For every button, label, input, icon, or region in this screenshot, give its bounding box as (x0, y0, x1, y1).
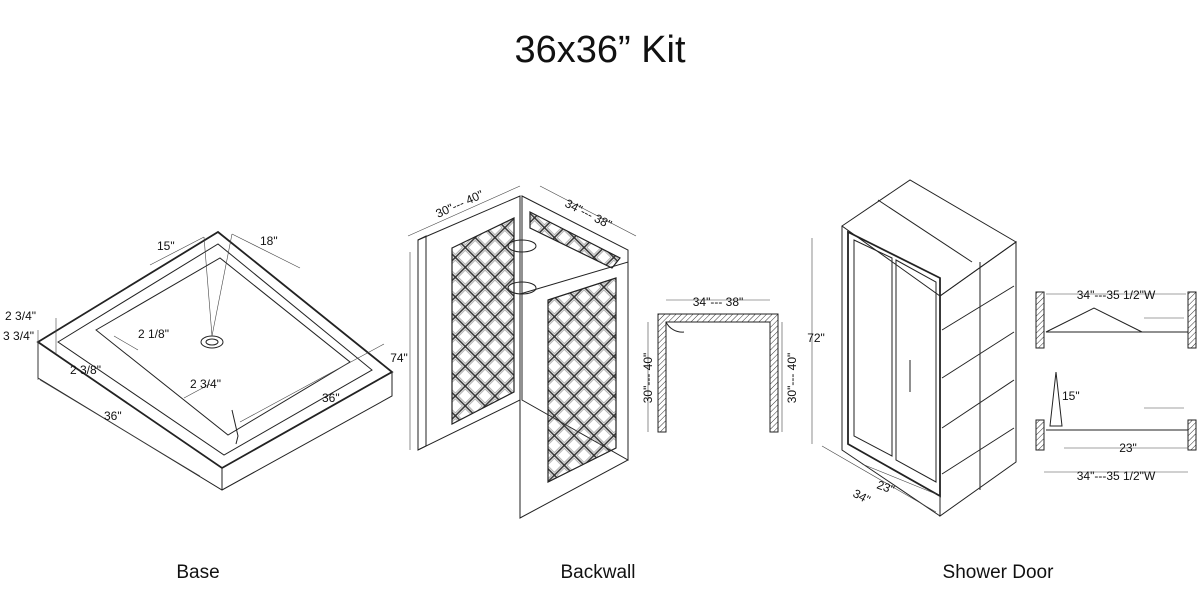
base-dim-18: 18" (260, 234, 278, 248)
base-dim-2-3-4-top: 2 3/4" (5, 309, 36, 323)
base-dim-36-left: 36" (104, 409, 122, 423)
backwall-width-left: 30"--- 40" (434, 187, 486, 220)
door-drawing: 72" 23" 34" 34"---35 1/2"W 15" 23" 34"--… (807, 179, 1197, 517)
door-dim-34: 34" (851, 486, 873, 507)
base-dim-2-3-4-front: 2 3/4" (190, 377, 221, 391)
door-plan-width-top: 34"---35 1/2"W (1077, 288, 1156, 302)
plan-depth-left: 30"--- 40" (641, 353, 655, 404)
caption-backwall: Backwall (561, 562, 636, 583)
door-plan-width-bottom: 34"---35 1/2"W (1077, 469, 1156, 483)
plan-depth-right: 30"--- 40" (785, 353, 799, 404)
backwall-drawing: 30"--- 40" 34"--- 38" 74" 34"--- 38" 30"… (390, 185, 799, 519)
base-dim-36-right: 36" (322, 391, 340, 405)
base-drawing: 15" 18" 2 3/4" 3 3/4" 2 1/8" 2 3/8" 2 3/… (3, 230, 394, 491)
door-fold-dim: 15" (1062, 389, 1080, 403)
backwall-height: 74" (390, 351, 408, 365)
base-dim-3-3-4: 3 3/4" (3, 329, 34, 343)
door-dim-23: 23" (875, 478, 896, 497)
base-dim-2-3-8: 2 3/8" (70, 363, 101, 377)
base-dim-15: 15" (157, 239, 175, 253)
door-height: 72" (807, 331, 825, 345)
backwall-width-right: 34"--- 38" (563, 196, 614, 231)
door-dim-23-plan: 23" (1119, 441, 1137, 455)
plan-width-top: 34"--- 38" (693, 295, 744, 309)
base-dim-2-1-8: 2 1/8" (138, 327, 169, 341)
page-title: 36x36” Kit (514, 29, 686, 71)
caption-shower-door: Shower Door (943, 562, 1055, 583)
caption-base: Base (176, 562, 219, 583)
